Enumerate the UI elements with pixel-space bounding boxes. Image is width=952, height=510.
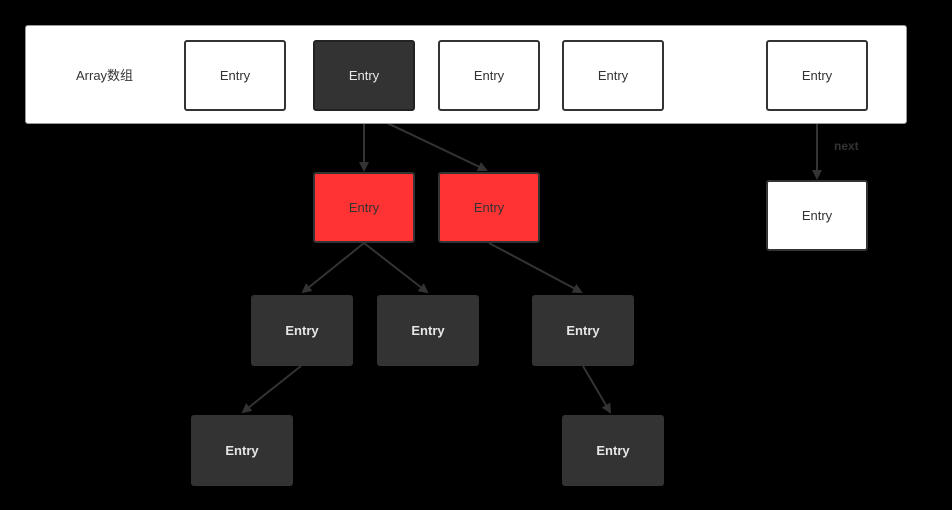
entry-label: Entry (473, 67, 505, 83)
linked-entry: Entry (766, 180, 868, 251)
bucket-entry-4: Entry (562, 40, 664, 111)
entry-label: Entry (225, 442, 259, 458)
red-entry-left: Entry (313, 172, 415, 243)
edge-red-left-to-tree-a (301, 242, 365, 294)
array-label: Array数组 (76, 68, 134, 83)
edge-tree-c-to-tree-e (582, 365, 612, 414)
edge-red-left-to-tree-b (363, 242, 429, 294)
tree-entry-e: Entry (562, 415, 664, 486)
entry-label: Entry (348, 199, 380, 215)
entry-label: Entry (566, 322, 600, 338)
entry-label: Entry (596, 442, 630, 458)
entry-label: Entry (801, 207, 833, 223)
edge-red-right-to-tree-c (488, 242, 583, 293)
tree-entry-a: Entry (251, 295, 353, 366)
bucket-entry-1: Entry (184, 40, 286, 111)
entry-label: Entry (219, 67, 251, 83)
entry-label: Entry (285, 322, 319, 338)
red-entry-right: Entry (438, 172, 540, 243)
entry-label: Entry (801, 67, 833, 83)
tree-entry-c: Entry (532, 295, 634, 366)
tree-entry-b: Entry (377, 295, 479, 366)
edge-tree-a-to-tree-d (241, 365, 302, 414)
entry-label: Entry (411, 322, 445, 338)
tree-entry-d: Entry (191, 415, 293, 486)
next-label: next (834, 139, 859, 153)
bucket-entry-5: Entry (766, 40, 868, 111)
entry-label: Entry (348, 67, 380, 83)
bucket-entry-3: Entry (438, 40, 540, 111)
entry-label: Entry (597, 67, 629, 83)
bucket-entry-2: Entry (313, 40, 415, 111)
entry-label: Entry (473, 199, 505, 215)
